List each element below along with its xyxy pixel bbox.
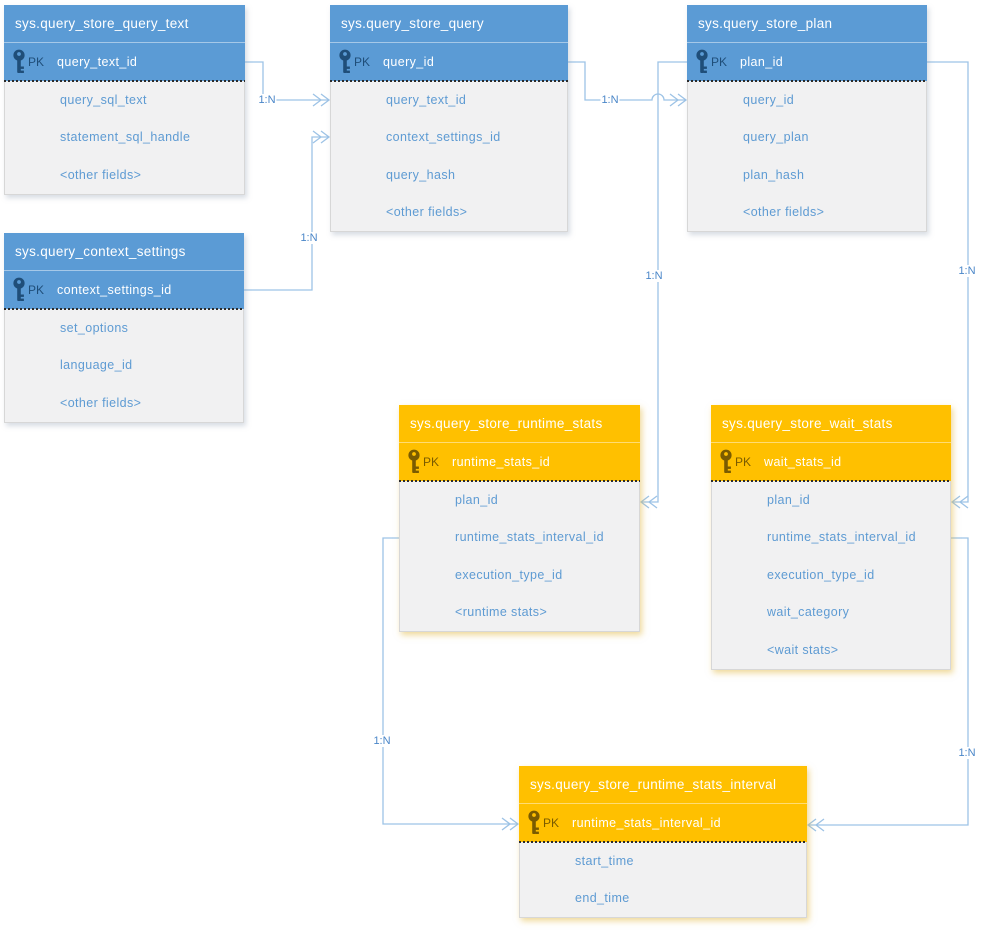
pk-row: PK query_id: [330, 43, 568, 82]
pk-label: PK: [354, 55, 371, 69]
table-query-context-settings: sys.query_context_settings PK context_se…: [4, 233, 244, 423]
field-row: execution_type_id: [767, 567, 875, 582]
pk-label: PK: [543, 816, 560, 830]
field-row: runtime_stats_interval_id: [767, 530, 916, 545]
pk-label: PK: [735, 455, 752, 469]
field-row: query_text_id: [386, 92, 467, 107]
rel-plan-to-runtimestats: [639, 61, 687, 509]
cardinality-label: 1:N: [600, 94, 620, 106]
table-query-store-plan: sys.query_store_plan PK plan_id query_id…: [687, 5, 927, 232]
field-row: set_options: [60, 320, 129, 335]
pk-field-name: wait_stats_id: [764, 455, 842, 469]
pk-field-name: query_text_id: [57, 55, 138, 69]
field-row: <runtime stats>: [455, 605, 548, 620]
field-row: statement_sql_handle: [60, 130, 191, 145]
key-icon: [12, 49, 27, 76]
arrow-icon: [639, 495, 658, 509]
field-row: query_id: [743, 92, 795, 107]
pk-field-name: plan_id: [740, 55, 784, 69]
key-icon: [527, 810, 542, 837]
field-row: query_sql_text: [60, 92, 147, 107]
table-query-store-query-text: sys.query_store_query_text PK query_text…: [4, 5, 245, 195]
field-row: plan_id: [455, 492, 499, 507]
field-row: plan_hash: [743, 167, 805, 182]
pk-label: PK: [28, 55, 45, 69]
pk-row: PK plan_id: [687, 43, 927, 82]
field-row: query_hash: [386, 167, 456, 182]
table-title: sys.query_context_settings: [4, 233, 244, 271]
field-row: end_time: [575, 891, 630, 906]
key-icon: [695, 49, 710, 76]
field-row: start_time: [575, 853, 634, 868]
rel-query-to-plan: [568, 61, 688, 107]
pk-row: PK runtime_stats_id: [399, 443, 640, 482]
field-list: set_options language_id <other fields>: [4, 309, 244, 423]
table-query-store-wait-stats: sys.query_store_wait_stats PK wait_stats…: [711, 405, 951, 670]
field-row: language_id: [60, 358, 133, 373]
table-query-store-runtime-stats-interval: sys.query_store_runtime_stats_interval P…: [519, 766, 807, 918]
cardinality-label: 1:N: [644, 270, 664, 282]
table-query-store-runtime-stats: sys.query_store_runtime_stats PK runtime…: [399, 405, 640, 632]
table-query-store-query: sys.query_store_query PK query_id query_…: [330, 5, 568, 232]
pk-row: PK context_settings_id: [4, 271, 244, 310]
arrow-icon: [312, 93, 331, 107]
field-row: plan_id: [767, 492, 811, 507]
field-row: <other fields>: [386, 205, 468, 220]
pk-label: PK: [423, 455, 440, 469]
field-row: runtime_stats_interval_id: [455, 530, 604, 545]
rel-contextsettings-to-query: [244, 130, 331, 291]
field-row: query_plan: [743, 130, 809, 145]
field-list: query_id query_plan plan_hash <other fie…: [687, 81, 927, 232]
table-title: sys.query_store_runtime_stats: [399, 405, 640, 443]
table-title: sys.query_store_query_text: [4, 5, 245, 43]
field-row: <wait stats>: [767, 642, 839, 657]
key-icon: [338, 49, 353, 76]
cardinality-label: 1:N: [957, 265, 977, 277]
pk-field-name: runtime_stats_interval_id: [572, 816, 721, 830]
field-row: context_settings_id: [386, 130, 501, 145]
table-title: sys.query_store_plan: [687, 5, 927, 43]
field-row: <other fields>: [60, 167, 142, 182]
arrow-icon: [501, 817, 520, 831]
field-row: <other fields>: [60, 395, 142, 410]
arrow-icon: [806, 818, 825, 832]
arrow-icon: [312, 130, 331, 144]
cardinality-label: 1:N: [257, 94, 277, 106]
pk-row: PK query_text_id: [4, 43, 245, 82]
cardinality-label: 1:N: [299, 232, 319, 244]
key-icon: [719, 449, 734, 476]
arrow-icon: [950, 495, 969, 509]
field-list: query_text_id context_settings_id query_…: [330, 81, 568, 232]
field-row: execution_type_id: [455, 567, 563, 582]
key-icon: [407, 449, 422, 476]
cardinality-label: 1:N: [957, 747, 977, 759]
table-title: sys.query_store_runtime_stats_interval: [519, 766, 807, 804]
key-icon: [12, 277, 27, 304]
pk-row: PK runtime_stats_interval_id: [519, 804, 807, 843]
pk-row: PK wait_stats_id: [711, 443, 951, 482]
table-title: sys.query_store_query: [330, 5, 568, 43]
pk-label: PK: [711, 55, 728, 69]
pk-field-name: runtime_stats_id: [452, 455, 551, 469]
pk-field-name: context_settings_id: [57, 283, 172, 297]
field-list: start_time end_time: [519, 842, 807, 918]
field-list: query_sql_text statement_sql_handle <oth…: [4, 81, 245, 195]
arrow-icon: [669, 93, 688, 107]
pk-field-name: query_id: [383, 55, 435, 69]
cardinality-label: 1:N: [372, 735, 392, 747]
field-row: wait_category: [767, 605, 850, 620]
pk-label: PK: [28, 283, 45, 297]
table-title: sys.query_store_wait_stats: [711, 405, 951, 443]
field-list: plan_id runtime_stats_interval_id execut…: [711, 481, 951, 670]
field-row: <other fields>: [743, 205, 825, 220]
field-list: plan_id runtime_stats_interval_id execut…: [399, 481, 640, 632]
